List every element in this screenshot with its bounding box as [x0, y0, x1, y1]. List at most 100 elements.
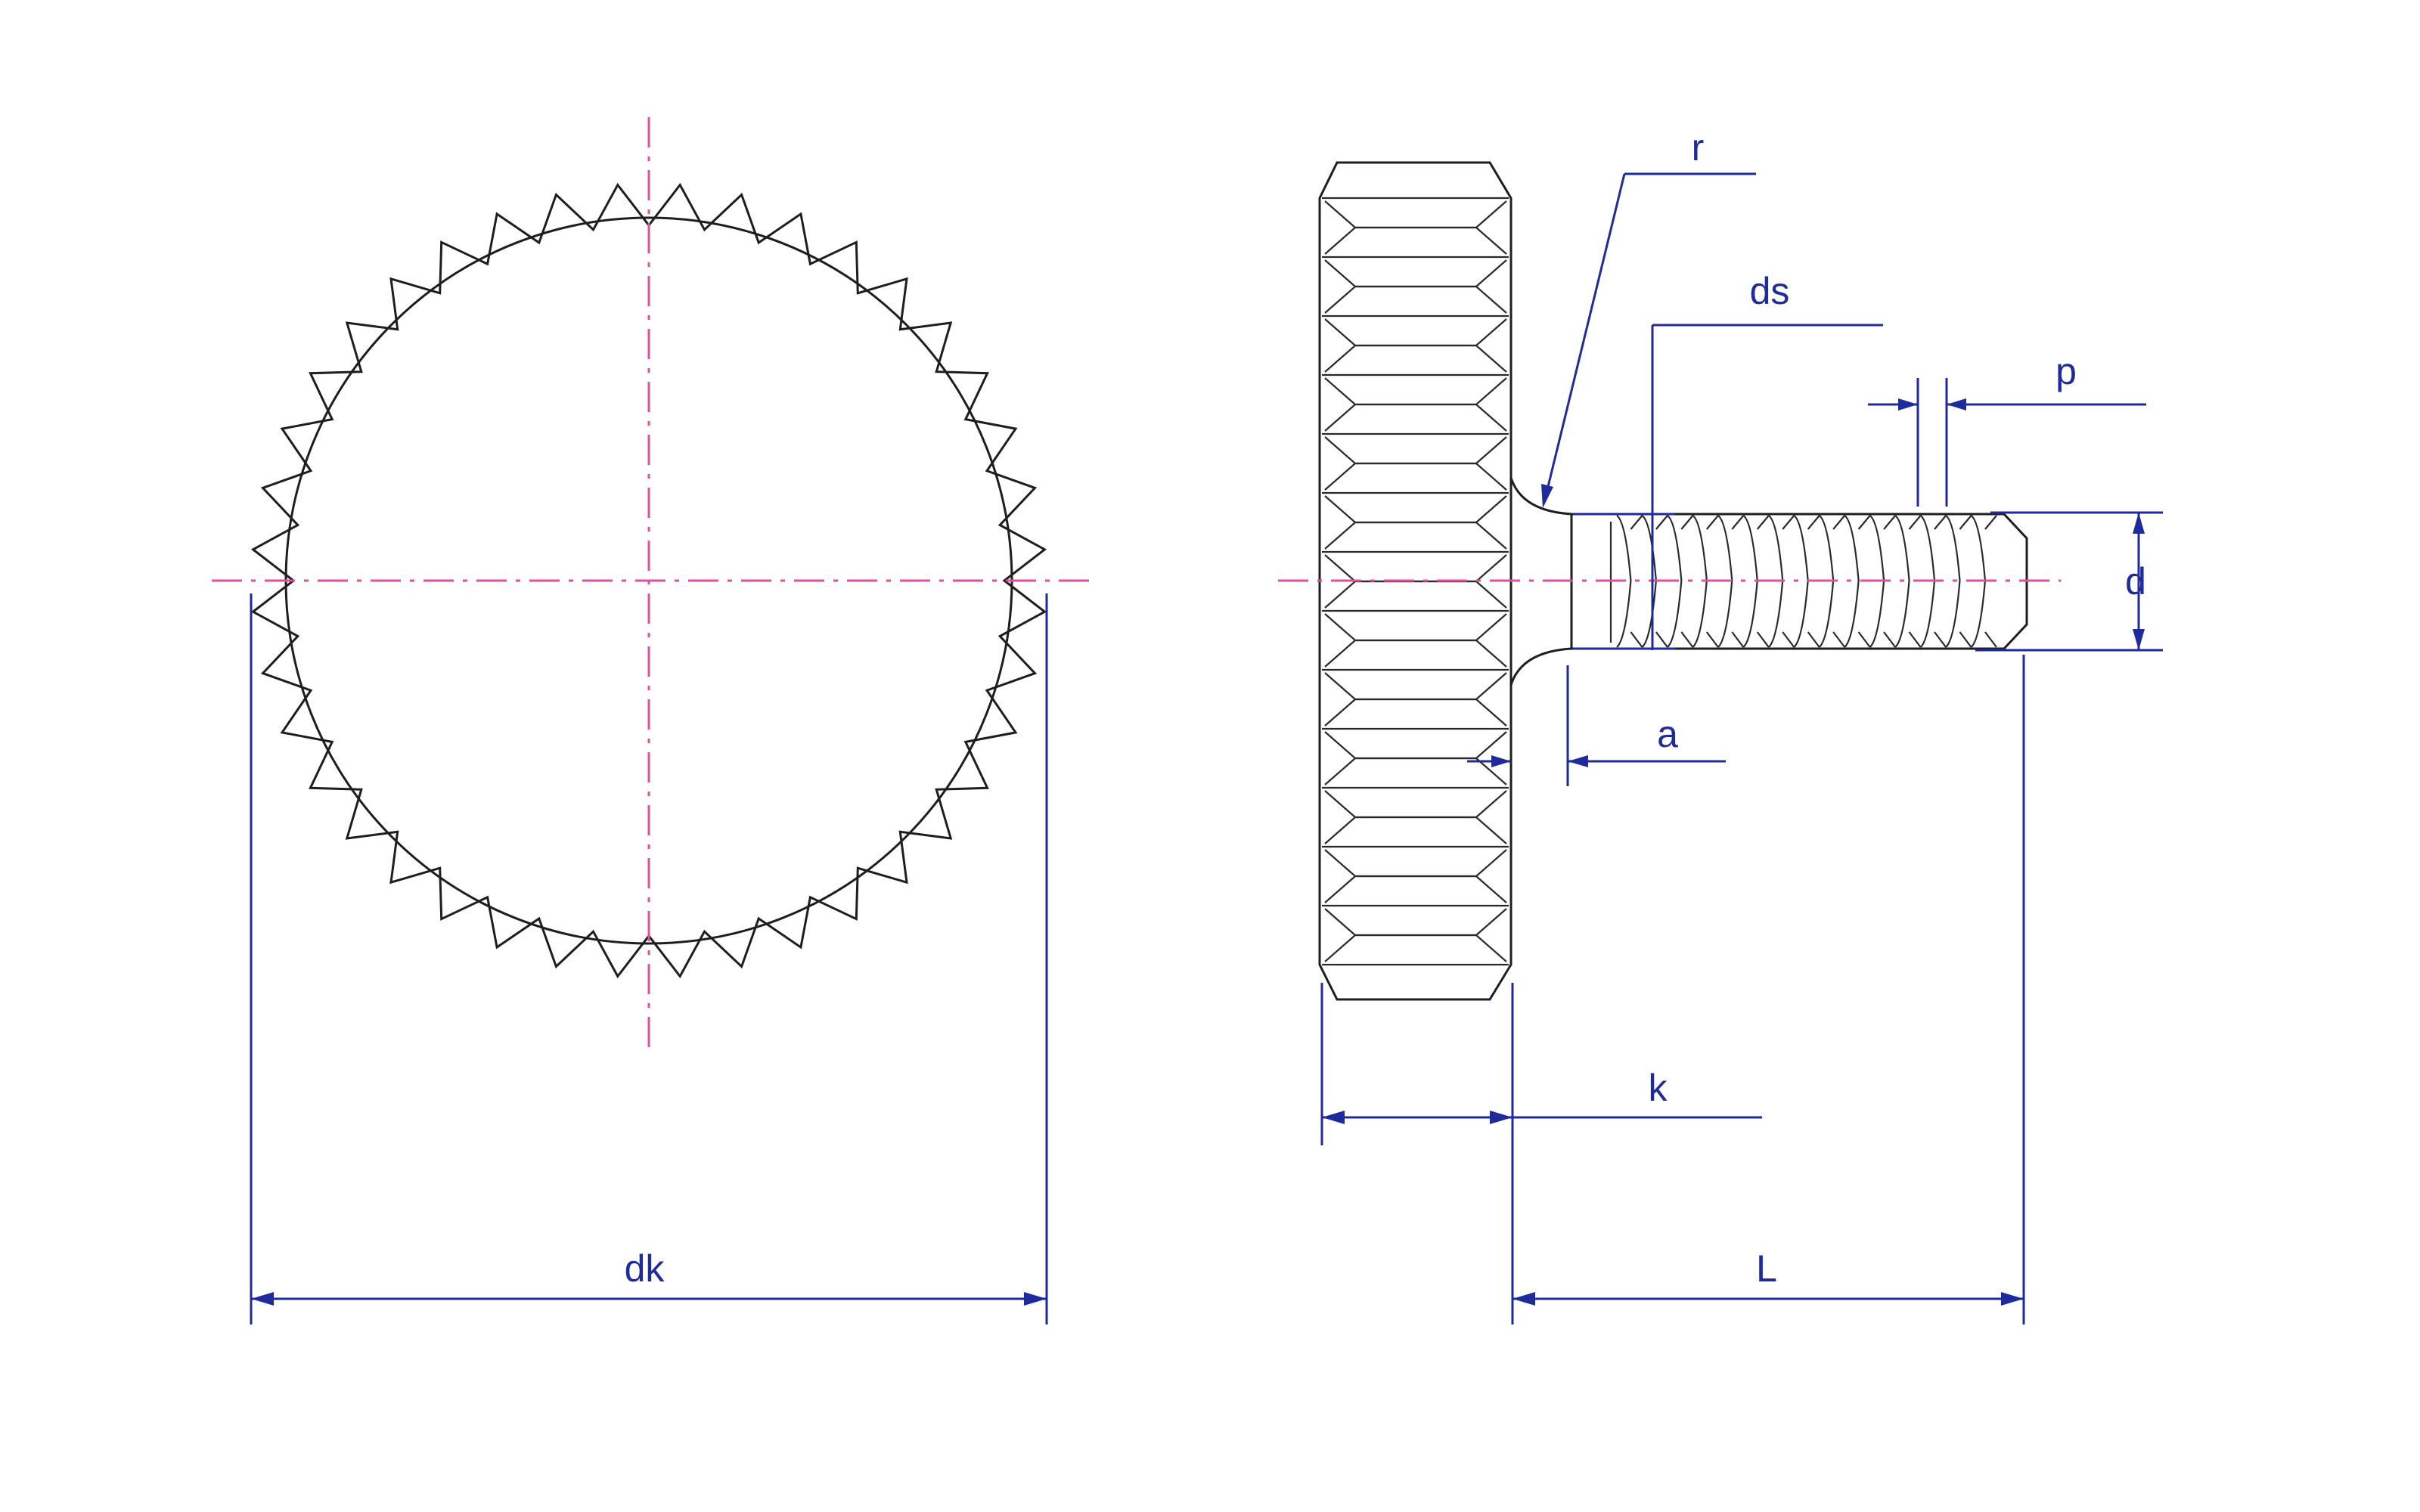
- knurl-ridge-chevron: [1324, 875, 1507, 903]
- knurl-ridge-chevron: [1324, 318, 1507, 347]
- knurl-ridge-chevron: [1324, 521, 1507, 550]
- knurl-ridge-chevron: [1324, 757, 1507, 785]
- label-k: k: [1649, 1067, 1668, 1109]
- dimension-ds: ds: [1573, 270, 1883, 650]
- thread-flank: [1984, 515, 1997, 530]
- L-arrow-left: [1512, 1292, 1535, 1306]
- r-arrow: [1541, 484, 1553, 508]
- thread-crest: [1844, 515, 1860, 648]
- thread-crest: [1667, 515, 1683, 648]
- thread-flank: [1630, 515, 1643, 530]
- knurl-ridge-chevron: [1324, 580, 1507, 609]
- knurl-ridge-chevron: [1324, 790, 1507, 819]
- dimension-k: k: [1320, 983, 1762, 1325]
- knurl-ridge-chevron: [1324, 816, 1507, 844]
- knurl-ridge-chevron: [1324, 462, 1507, 491]
- thread-flank: [1756, 515, 1770, 530]
- thread-flank: [1680, 631, 1694, 648]
- knurl-ridge-chevron: [1324, 259, 1507, 288]
- label-p: p: [2055, 350, 2077, 392]
- thread-flank: [1984, 631, 1997, 648]
- knurl-ridge-chevron: [1324, 403, 1507, 432]
- knurl-ridge-chevron: [1324, 613, 1507, 642]
- thread-flank: [1655, 631, 1668, 648]
- a-arrow-left: [1491, 755, 1511, 767]
- knurl-ridge-chevron: [1324, 200, 1507, 229]
- label-dk: dk: [625, 1247, 666, 1290]
- knurl-ridge-chevron: [1324, 849, 1507, 878]
- knurl-ridge-chevron: [1324, 731, 1507, 760]
- thread-flank: [1731, 515, 1745, 530]
- label-ds: ds: [1750, 270, 1790, 312]
- thread-flank: [1959, 631, 1972, 648]
- thread-flank: [1756, 631, 1770, 648]
- knurl-ridge-chevron: [1324, 436, 1507, 465]
- label-d: d: [2125, 560, 2146, 603]
- side-head-outline: [1318, 161, 1512, 1001]
- r-leader-diagonal: [1544, 173, 1626, 500]
- thread-crest: [1616, 515, 1632, 648]
- d-arrow-bottom: [2133, 629, 2145, 650]
- side-knurl-ridges: [1322, 197, 1509, 966]
- d-arrow-top: [2133, 513, 2145, 534]
- k-arrow-right: [1490, 1111, 1512, 1124]
- shank-outline: [1571, 513, 2028, 650]
- knurl-ridge-chevron: [1324, 495, 1507, 524]
- p-arrow-right: [1947, 398, 1966, 411]
- thread-flank: [1883, 515, 1896, 530]
- dimension-L: L: [1512, 655, 2025, 1325]
- thread-flank: [1883, 631, 1897, 648]
- thread-crest: [1894, 515, 1910, 648]
- thread-flank: [1731, 631, 1745, 648]
- dk-arrow-right: [1024, 1292, 1047, 1306]
- thread-flank: [1807, 631, 1820, 648]
- knurl-ridge-chevron: [1324, 344, 1507, 373]
- knurl-ridge-chevron: [1324, 672, 1507, 701]
- thread-flank: [1630, 631, 1643, 648]
- thread-flank: [1680, 515, 1694, 530]
- dimension-dk: dk: [250, 593, 1048, 1325]
- label-L: L: [1756, 1247, 1777, 1290]
- thread-crest: [1945, 515, 1961, 648]
- thread-flank: [1857, 515, 1871, 530]
- knurl-ridge-chevron: [1324, 908, 1507, 937]
- thread-flank: [1934, 515, 1947, 530]
- dimension-d: d: [1975, 511, 2163, 652]
- thread-flank: [1705, 515, 1719, 530]
- thread-flank: [1857, 631, 1871, 648]
- dimension-p: p: [1868, 350, 2146, 507]
- thread-flank: [1908, 515, 1922, 530]
- thread-flank: [1782, 631, 1795, 648]
- dimension-r: r: [1541, 126, 1756, 508]
- knurl-ridge-chevron: [1324, 226, 1507, 255]
- thread-flank: [1934, 631, 1947, 648]
- dk-arrow-left: [251, 1292, 274, 1306]
- thread-flank: [1959, 515, 1972, 530]
- knurl-ridge-chevron: [1324, 377, 1507, 406]
- k-arrow-left: [1322, 1111, 1345, 1124]
- label-a: a: [1657, 713, 1678, 755]
- thread-flank: [1782, 515, 1795, 530]
- thread-crest: [1717, 515, 1733, 648]
- p-arrow-left: [1898, 398, 1918, 411]
- knurl-ridge-chevron: [1324, 285, 1507, 314]
- threaded-shank: [1571, 513, 2028, 650]
- thread-flank: [1832, 631, 1846, 648]
- thread-flank: [1908, 631, 1922, 648]
- L-arrow-right: [2001, 1292, 2024, 1306]
- knurl-ridge-chevron: [1324, 934, 1507, 962]
- knurl-ridge-chevron: [1324, 698, 1507, 727]
- front-view: dk: [212, 117, 1089, 1325]
- knurl-ridge-chevron: [1324, 554, 1507, 583]
- knurl-ridge-chevron: [1324, 639, 1507, 668]
- thread-flank: [1705, 631, 1719, 648]
- dimension-a: a: [1467, 665, 1726, 786]
- thread-flank: [1807, 515, 1820, 530]
- thread-flank: [1832, 515, 1846, 530]
- side-view: r ds p d: [1278, 126, 2163, 1325]
- label-r: r: [1692, 126, 1705, 169]
- a-arrow-right: [1568, 755, 1588, 767]
- thread-flank: [1655, 515, 1668, 530]
